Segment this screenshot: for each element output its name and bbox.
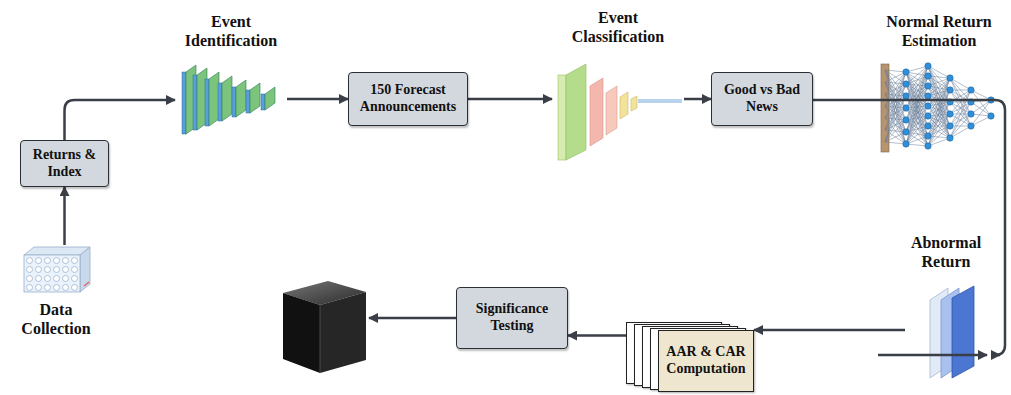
- nn-unit: [988, 113, 994, 119]
- cnn-icon: [182, 65, 275, 134]
- nn-unit: [925, 83, 931, 89]
- stacked-box: AAR & CAR Computation: [626, 322, 754, 392]
- node-text: Returns & Index: [24, 147, 105, 181]
- process-box: 150 Forecast Announcements: [348, 72, 468, 126]
- nn-unit: [968, 123, 974, 129]
- text-wrap: AAR & CAR Computation: [662, 344, 750, 378]
- abnormal-icon: [930, 286, 974, 378]
- flow-arrow: [468, 98, 552, 101]
- icon-node: Event Classification: [552, 8, 684, 160]
- data-icon: [24, 247, 90, 292]
- flow-arrow: [684, 98, 711, 101]
- cnn-slab-face: [261, 94, 265, 110]
- text-wrap: Significance Testing: [460, 301, 564, 335]
- nn-unit: [925, 73, 931, 79]
- flow-arrow: [754, 329, 905, 332]
- flow-arrow: [287, 98, 348, 101]
- nn-unit: [925, 133, 931, 139]
- output-arrow: [369, 317, 456, 320]
- nn-unit: [968, 87, 974, 93]
- nn-unit: [903, 81, 909, 87]
- nn-link: [928, 138, 950, 146]
- node-text: Data Collection: [15, 300, 97, 338]
- cnn-slab-face: [232, 87, 236, 117]
- flow-arrow: [813, 100, 1005, 355]
- node-text: 150 Forecast Announcements: [352, 82, 464, 116]
- nn-link: [950, 90, 971, 126]
- nn-link: [950, 78, 971, 90]
- cnn-slab-face: [218, 83, 222, 121]
- flow-arrow: [568, 334, 626, 337]
- flow-arrow: [63, 187, 66, 245]
- nn-link: [885, 108, 906, 142]
- cnn-slab-face: [246, 90, 250, 113]
- neural-net-icon: [881, 63, 994, 152]
- nn-unit: [925, 63, 931, 69]
- nn-unit: [925, 113, 931, 119]
- stack-card: AAR & CAR Computation: [658, 330, 754, 392]
- nn-unit: [925, 93, 931, 99]
- nn-unit: [903, 69, 909, 75]
- nn-unit: [903, 117, 909, 123]
- node-text: Event Identification: [175, 12, 287, 50]
- cnn-slab-face: [193, 75, 197, 130]
- cnn-classifier-icon: [558, 64, 682, 160]
- nn-link: [950, 90, 971, 126]
- nn-link: [885, 132, 906, 142]
- cnn-slab: [265, 87, 275, 110]
- nn-link: [906, 136, 928, 144]
- icon-node: Abnormal Return: [905, 233, 987, 381]
- text-wrap: 150 Forecast Announcements: [352, 82, 464, 116]
- cnn-slab: [209, 72, 219, 126]
- nn-link: [928, 102, 950, 146]
- cnn-slab-face: [205, 79, 209, 126]
- nn-unit: [925, 123, 931, 129]
- process-box: Significance Testing: [456, 287, 568, 349]
- nn-link: [928, 106, 950, 138]
- nn-link: [950, 126, 971, 138]
- text-wrap: Returns & Index: [24, 147, 105, 181]
- flow-arrow: [878, 354, 987, 357]
- nn-unit: [903, 129, 909, 135]
- node-text: Event Classification: [552, 8, 684, 46]
- nn-unit: [903, 93, 909, 99]
- process-box: Returns & Index: [20, 140, 109, 187]
- text-wrap: Good vs Bad News: [715, 82, 809, 116]
- cnn-slab: [236, 80, 246, 117]
- node-text: Significance Testing: [460, 301, 564, 335]
- nn-unit: [903, 141, 909, 147]
- nn-unit: [903, 105, 909, 111]
- node-text: AAR & CAR Computation: [662, 344, 750, 378]
- nn-unit: [925, 143, 931, 149]
- node-text: Abnormal Return: [905, 233, 987, 271]
- nn-unit: [947, 87, 953, 93]
- cnn-slab: [222, 76, 232, 121]
- icon-node: Data Collection: [15, 245, 97, 338]
- node-text: Good vs Bad News: [715, 82, 809, 116]
- nn-link: [950, 102, 971, 138]
- nn-unit: [925, 103, 931, 109]
- nn-link: [885, 82, 906, 144]
- output-cube: [283, 281, 366, 373]
- nn-unit: [947, 111, 953, 117]
- node-text: Normal Return Estimation: [878, 12, 1000, 50]
- nn-unit: [947, 135, 953, 141]
- flow-arrow: [65, 100, 176, 140]
- nn-link: [928, 126, 950, 136]
- cnn-slab-face: [182, 72, 186, 134]
- cnn-slab: [186, 65, 196, 134]
- nn-link: [928, 114, 950, 146]
- icon-node: Event Identification: [175, 12, 287, 137]
- icon-node: Normal Return Estimation: [878, 12, 1000, 158]
- cnn-slab: [250, 83, 260, 113]
- nn-link: [950, 78, 971, 114]
- nn-unit: [968, 111, 974, 117]
- nn-unit: [947, 123, 953, 129]
- nn-link: [906, 76, 928, 120]
- nn-unit: [947, 75, 953, 81]
- process-box: Good vs Bad News: [711, 72, 813, 126]
